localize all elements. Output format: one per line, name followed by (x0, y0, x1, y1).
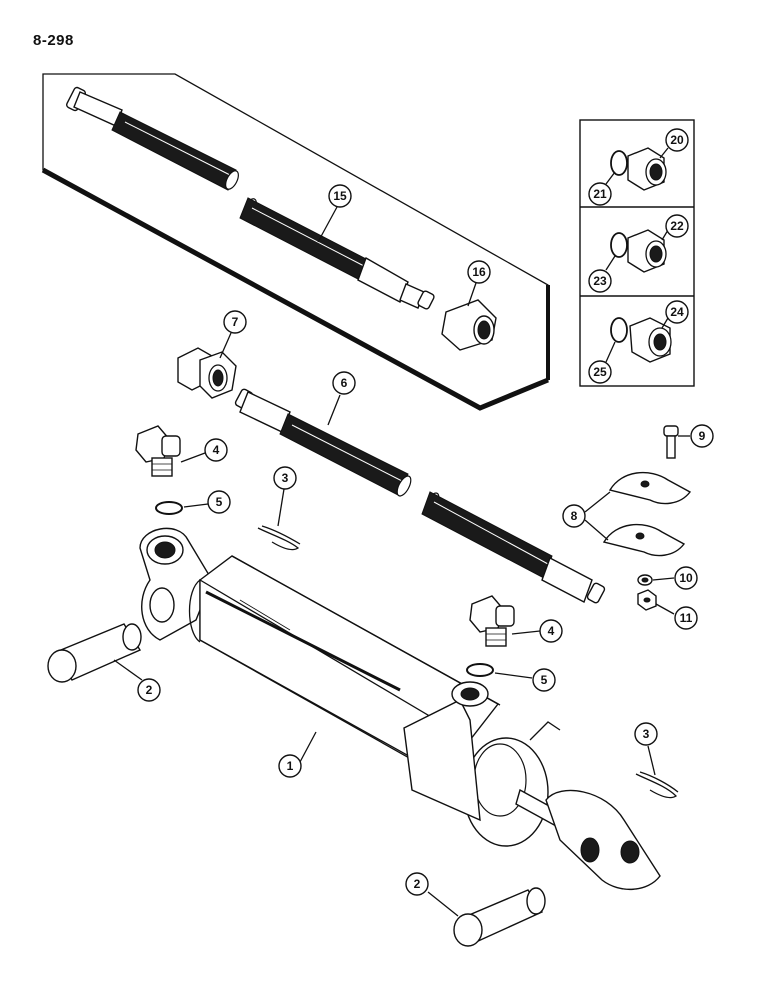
hose-15-lower (239, 197, 435, 310)
elbow-fitting-4-lower (469, 595, 541, 647)
svg-text:5: 5 (216, 495, 223, 509)
callout-5-upper: 5 (207, 490, 231, 514)
svg-text:24: 24 (670, 305, 684, 319)
svg-text:9: 9 (699, 429, 706, 443)
svg-text:15: 15 (333, 189, 347, 203)
page-number: 8-298 (33, 32, 74, 49)
hydraulic-cylinder-1 (139, 527, 661, 891)
callout-16: 16 (467, 260, 491, 284)
svg-text:23: 23 (593, 274, 607, 288)
svg-text:1: 1 (287, 759, 294, 773)
callout-1: 1 (278, 754, 302, 778)
leader-16 (467, 282, 477, 307)
callout-4-upper: 4 (204, 438, 228, 462)
callout-10: 10 (674, 566, 698, 590)
callout-2-upper: 2 (137, 678, 161, 702)
svg-text:4: 4 (548, 624, 555, 638)
o-ring-25 (610, 317, 628, 343)
callout-3-upper: 3 (273, 466, 297, 490)
callout-25: 25 (588, 360, 612, 384)
fitting-20 (627, 147, 667, 191)
o-ring-5-lower (466, 663, 494, 677)
callout-24: 24 (665, 300, 689, 324)
fitting-22 (627, 229, 667, 273)
o-ring-23 (610, 232, 628, 258)
svg-text:3: 3 (282, 471, 289, 485)
callout-23: 23 (588, 269, 612, 293)
callout-6: 6 (332, 371, 356, 395)
callout-9: 9 (690, 424, 714, 448)
svg-text:25: 25 (593, 365, 607, 379)
o-ring-5-upper (155, 501, 183, 515)
hose-15-upper (65, 86, 239, 191)
callout-21: 21 (588, 182, 612, 206)
svg-text:8: 8 (571, 509, 578, 523)
pin-2-upper (47, 623, 143, 683)
callout-22: 22 (665, 214, 689, 238)
svg-text:6: 6 (341, 376, 348, 390)
callout-5-lower: 5 (532, 668, 556, 692)
pin-2-lower (427, 887, 546, 947)
fitting-24 (629, 317, 672, 363)
svg-text:10: 10 (679, 571, 693, 585)
svg-text:22: 22 (670, 219, 684, 233)
svg-text:4: 4 (213, 443, 220, 457)
callout-4-lower: 4 (539, 619, 563, 643)
bolt-9 (663, 425, 690, 459)
clamp-8 (584, 471, 692, 557)
elbow-fitting-4-upper (135, 425, 206, 477)
cotter-pin-3-lower (635, 745, 679, 799)
callout-15: 15 (328, 184, 352, 208)
hose-6 (234, 388, 606, 604)
callout-8: 8 (562, 504, 586, 528)
svg-text:21: 21 (593, 187, 607, 201)
fitting-16 (441, 299, 497, 351)
leader-15 (317, 206, 338, 243)
callout-3-lower: 3 (634, 722, 658, 746)
svg-text:7: 7 (232, 315, 239, 329)
hose-kit-inset (41, 73, 550, 411)
svg-text:2: 2 (146, 683, 153, 697)
fittings-inset (579, 119, 695, 387)
svg-text:16: 16 (472, 265, 486, 279)
cotter-pin-3-upper (257, 488, 301, 551)
callout-20: 20 (665, 128, 689, 152)
callout-2-lower: 2 (405, 872, 429, 896)
svg-text:3: 3 (643, 727, 650, 741)
callout-11: 11 (674, 606, 698, 630)
o-ring-21 (610, 150, 628, 176)
callout-7: 7 (223, 310, 247, 334)
svg-text:2: 2 (414, 877, 421, 891)
fitting-7 (177, 332, 237, 399)
svg-text:11: 11 (680, 611, 693, 625)
svg-text:5: 5 (541, 673, 548, 687)
svg-text:20: 20 (670, 133, 684, 147)
